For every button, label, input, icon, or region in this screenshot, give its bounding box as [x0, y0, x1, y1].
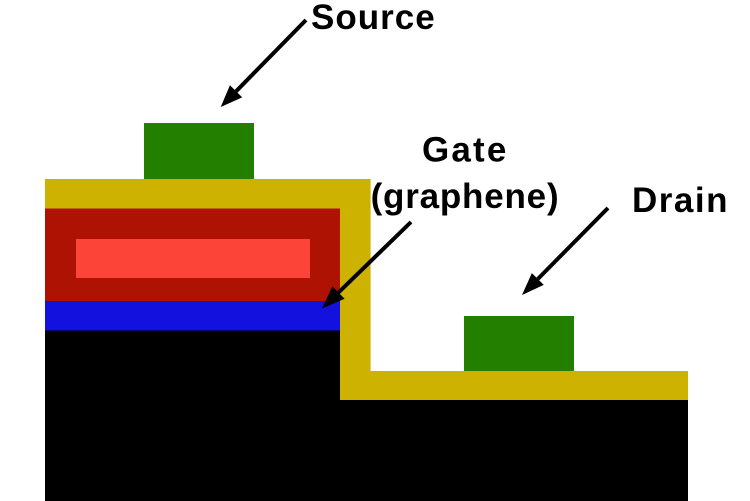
svg-text:Source: Source [311, 0, 436, 37]
svg-text:Gate: Gate [422, 130, 509, 169]
svg-text:Drain: Drain [632, 181, 729, 220]
svg-text:(graphene): (graphene) [371, 177, 560, 216]
